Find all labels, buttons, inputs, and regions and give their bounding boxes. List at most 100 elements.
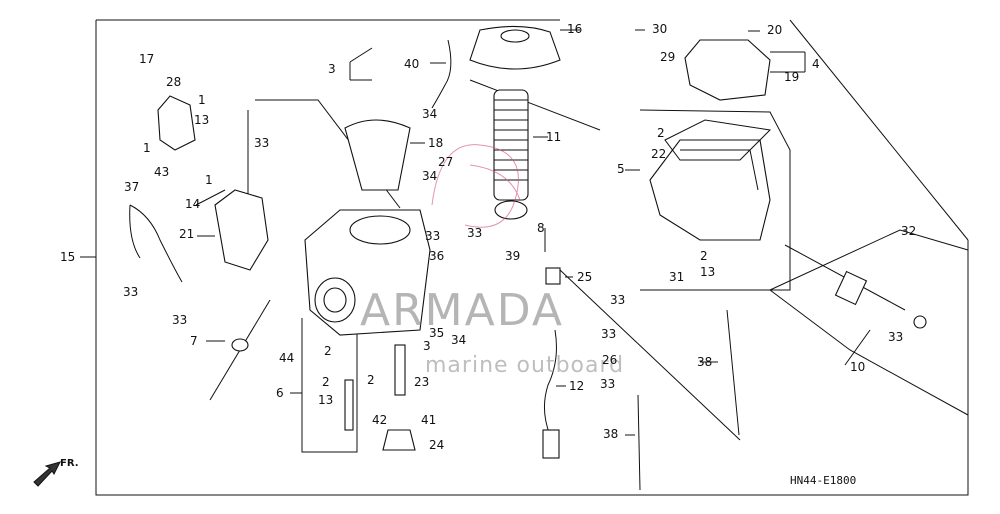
funnel-cap-part (344, 119, 411, 191)
callout-28: 28 (166, 75, 181, 89)
callout-1: 1 (198, 93, 206, 107)
callout-26: 26 (602, 353, 617, 367)
callout-44: 44 (279, 351, 294, 365)
callout-33: 33 (601, 327, 616, 341)
callout-16: 16 (567, 22, 582, 36)
callout-10: 10 (850, 360, 865, 374)
wiring-part (544, 329, 557, 436)
throttle-shaft-part (784, 244, 927, 329)
callout-13: 13 (194, 113, 209, 127)
bracket-6 (301, 318, 358, 453)
bracket-10-bottom (769, 289, 969, 416)
callout-43: 43 (154, 165, 169, 179)
bracket-5 (639, 109, 791, 291)
jet-24-part (382, 429, 416, 451)
callout-37: 37 (124, 180, 139, 194)
callout-17: 17 (139, 52, 154, 66)
callout-34: 34 (451, 333, 466, 347)
callout-24: 24 (429, 438, 444, 452)
pump-part (157, 95, 196, 151)
callout-35: 35 (429, 326, 444, 340)
callout-34: 34 (422, 169, 437, 183)
callout-13: 13 (700, 265, 715, 279)
callout-33: 33 (254, 136, 269, 150)
callout-33: 33 (123, 285, 138, 299)
callout-2: 2 (322, 375, 330, 389)
callout-6: 6 (276, 386, 284, 400)
callout-15: 15 (60, 250, 75, 264)
hose-37-part (129, 204, 183, 283)
callout-3: 3 (328, 62, 336, 76)
callout-5: 5 (617, 162, 625, 176)
top-cover-boss (500, 29, 530, 43)
callout-2: 2 (700, 249, 708, 263)
watermark-logo (431, 144, 521, 228)
callout-2: 2 (324, 344, 332, 358)
callout-33: 33 (610, 293, 625, 307)
callout-33: 33 (425, 229, 440, 243)
bracket-lower-right (559, 269, 741, 441)
screw-7-head (231, 338, 249, 352)
callout-1: 1 (143, 141, 151, 155)
front-marker-label: FR. (60, 458, 79, 469)
sensor-25-part (545, 267, 561, 285)
carburetor-body-part (304, 209, 431, 336)
callout-8: 8 (537, 221, 545, 235)
leader-lines (80, 29, 871, 436)
callout-36: 36 (429, 249, 444, 263)
watermark: ARMADA marine outboard (360, 144, 624, 378)
bracket-16 (469, 79, 601, 131)
top-cover-part (469, 25, 561, 70)
gasket-part (664, 119, 772, 161)
watermark-brand: ARMADA (360, 285, 564, 336)
callout-42: 42 (372, 413, 387, 427)
tube-38-upper-part (726, 309, 740, 436)
watermark-tagline: marine outboard (425, 353, 624, 378)
callout-25: 25 (577, 270, 592, 284)
cover-21-part (214, 189, 269, 271)
callout-41: 41 (421, 413, 436, 427)
callout-39: 39 (505, 249, 520, 263)
callout-19: 19 (784, 70, 799, 84)
callout-14: 14 (185, 197, 200, 211)
callout-31: 31 (669, 270, 684, 284)
callout-13: 13 (318, 393, 333, 407)
callout-23: 23 (414, 375, 429, 389)
callout-33: 33 (600, 377, 615, 391)
callout-2: 2 (367, 373, 375, 387)
hose-40-part (431, 39, 452, 109)
callout-11: 11 (546, 130, 561, 144)
callout-2: 2 (657, 126, 665, 140)
diagram-frame-diagonal (789, 19, 969, 241)
float-chamber-part (649, 139, 771, 241)
callout-20: 20 (767, 23, 782, 37)
callout-34: 34 (422, 107, 437, 121)
callout-12: 12 (569, 379, 584, 393)
callout-22: 22 (651, 147, 666, 161)
callout-18: 18 (428, 136, 443, 150)
front-direction-marker: FR. (33, 458, 79, 487)
callout-33: 33 (172, 313, 187, 327)
callout-3: 3 (423, 339, 431, 353)
callout-1: 1 (205, 173, 213, 187)
callout-33: 33 (888, 330, 903, 344)
bracket-10-top (769, 229, 969, 291)
callout-29: 29 (660, 50, 675, 64)
jet-part (344, 379, 354, 431)
callout-40: 40 (404, 57, 419, 71)
tube-38-lower-part (637, 394, 641, 491)
callout-33: 33 (467, 226, 482, 240)
callout-27: 27 (438, 155, 453, 169)
callout-4: 4 (812, 57, 820, 71)
callout-32: 32 (901, 224, 916, 238)
callout-21: 21 (179, 227, 194, 241)
vacuum-piston-part (493, 89, 529, 220)
diagram-code: HN44-E1800 (790, 474, 856, 487)
needle-jet-part (394, 344, 406, 396)
callout-7: 7 (190, 334, 198, 348)
callout-38: 38 (603, 427, 618, 441)
callout-38: 38 (697, 355, 712, 369)
